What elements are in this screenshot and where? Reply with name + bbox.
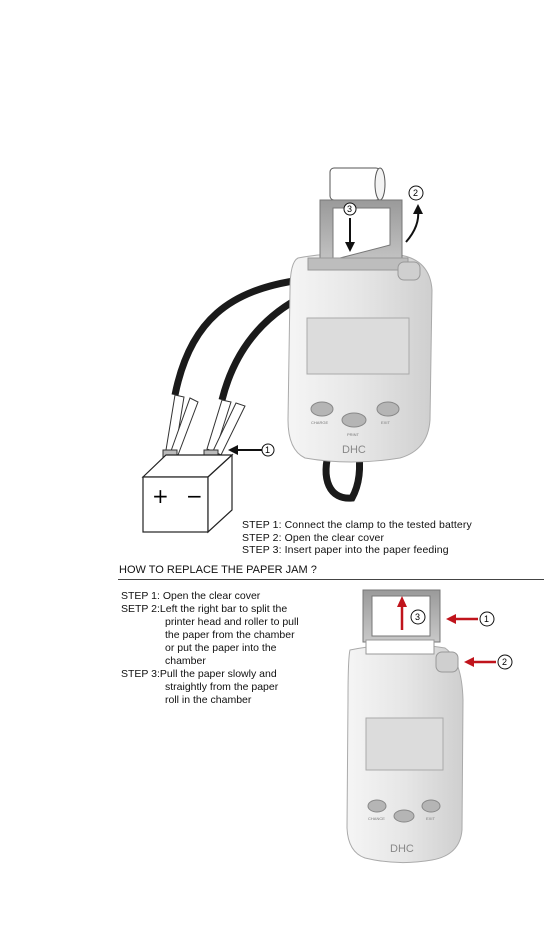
- jam-step-2-line-5: chamber: [165, 655, 206, 667]
- instruction-step-2: STEP 2: Open the clear cover: [242, 531, 385, 544]
- jam-step-3-line-3: roll in the chamber: [165, 694, 252, 706]
- paper-roll: [329, 167, 381, 201]
- callout-3b: [410, 609, 426, 625]
- svg-text:1: 1: [484, 614, 489, 624]
- connection-instructions: STEP 1: Connect the clamp to the tested …: [242, 519, 472, 557]
- device-brand: DHC: [342, 444, 366, 456]
- jam-step-3-line-2: straightly from the paper: [165, 681, 279, 693]
- lcd-screen: [306, 317, 410, 375]
- jam-step-3-label: STEP 3:: [121, 668, 160, 680]
- paper-jam-steps: STEP 1: Open the clear cover SETP 2: Lef…: [121, 590, 299, 707]
- button-label-chance: CHANCE: [368, 816, 385, 821]
- black-cable: [171, 276, 301, 396]
- jam-step-3-line-1: Pull the paper slowly and: [159, 668, 277, 680]
- instruction-step-1: STEP 1: Connect the clamp to the tested …: [242, 519, 472, 531]
- jam-step-2-line-4: or put the paper into the: [165, 642, 277, 654]
- jam-step-2-line-1: Left the right bar to split the: [159, 603, 288, 615]
- paper-jam-heading: HOW TO REPLACE THE PAPER JAM ?: [119, 564, 317, 576]
- battery-plus: +: [152, 484, 169, 508]
- jam-step-2-label: SETP 2:: [121, 603, 160, 615]
- callout-2b: [497, 654, 513, 670]
- instruction-step-3: STEP 3: Insert paper into the paper feed…: [242, 544, 449, 556]
- button-center: [341, 412, 367, 428]
- button-left-2: [367, 799, 387, 813]
- svg-text:3: 3: [347, 204, 352, 214]
- button-label-print: PRINT: [347, 432, 360, 437]
- button-label-exit: EXIT: [381, 420, 390, 425]
- svg-text:3: 3: [415, 612, 420, 622]
- jam-step-1: STEP 1: Open the clear cover: [121, 590, 261, 602]
- jam-step-2-line-3: the paper from the chamber: [165, 629, 295, 641]
- svg-text:2: 2: [502, 657, 507, 667]
- svg-text:1: 1: [265, 445, 270, 455]
- battery: + −: [141, 453, 234, 534]
- lcd-screen-2: [365, 717, 444, 771]
- button-label-charge: CHARGE: [311, 420, 328, 425]
- clamp-left: [162, 394, 199, 465]
- callout-1b: [479, 611, 495, 627]
- button-center-2: [393, 809, 415, 823]
- button-left: [310, 401, 334, 417]
- device-brand-2: DHC: [390, 843, 414, 855]
- callout-2: [408, 185, 424, 201]
- battery-minus: −: [186, 484, 203, 508]
- button-label-exit-2: EXIT: [426, 816, 435, 821]
- callout-1: [261, 443, 275, 457]
- divider: [118, 579, 544, 580]
- jam-step-2-line-2: printer head and roller to pull: [165, 616, 299, 628]
- callout-3: [343, 202, 357, 216]
- button-right-2: [421, 799, 441, 813]
- svg-text:2: 2: [413, 188, 418, 198]
- button-right: [376, 401, 400, 417]
